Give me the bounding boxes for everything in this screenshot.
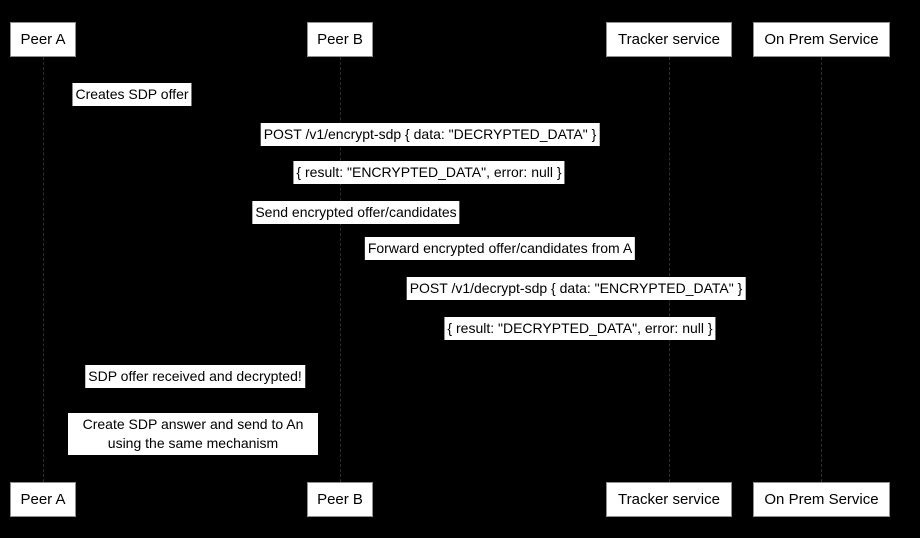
message-label-3: { result: "ENCRYPTED_DATA", error: null …: [293, 161, 565, 184]
note-line-2: using the same mechanism: [107, 435, 279, 451]
message-label-5: Forward encrypted offer/candidates from …: [364, 237, 636, 260]
message-label-2: POST /v1/encrypt-sdp { data: "DECRYPTED_…: [260, 123, 600, 146]
message-label-4: Send encrypted offer/candidates: [252, 201, 460, 224]
lifeline-peer-b: [340, 57, 341, 482]
participant-on-prem-service-bottom: On Prem Service: [753, 482, 890, 517]
message-label-8: SDP offer received and decrypted!: [85, 365, 305, 388]
participant-peer-a-top: Peer A: [10, 22, 76, 57]
participant-on-prem-service-top: On Prem Service: [753, 22, 890, 57]
note-line-1: Create SDP answer and send to An: [82, 416, 304, 432]
lifeline-peer-a: [43, 57, 44, 482]
participant-tracker-service-top: Tracker service: [606, 22, 732, 57]
participant-peer-a-bottom: Peer A: [10, 482, 76, 517]
participant-peer-b-top: Peer B: [307, 22, 373, 57]
message-label-1: Creates SDP offer: [72, 83, 192, 106]
lifeline-tracker-service: [669, 57, 670, 482]
message-label-7: { result: "DECRYPTED_DATA", error: null …: [444, 317, 716, 340]
participant-peer-b-bottom: Peer B: [307, 482, 373, 517]
message-label-6: POST /v1/decrypt-sdp { data: "ENCRYPTED_…: [406, 277, 746, 300]
participant-tracker-service-bottom: Tracker service: [606, 482, 732, 517]
lifeline-on-prem-service: [821, 57, 822, 482]
note-box: Create SDP answer and send to An using th…: [68, 413, 318, 455]
